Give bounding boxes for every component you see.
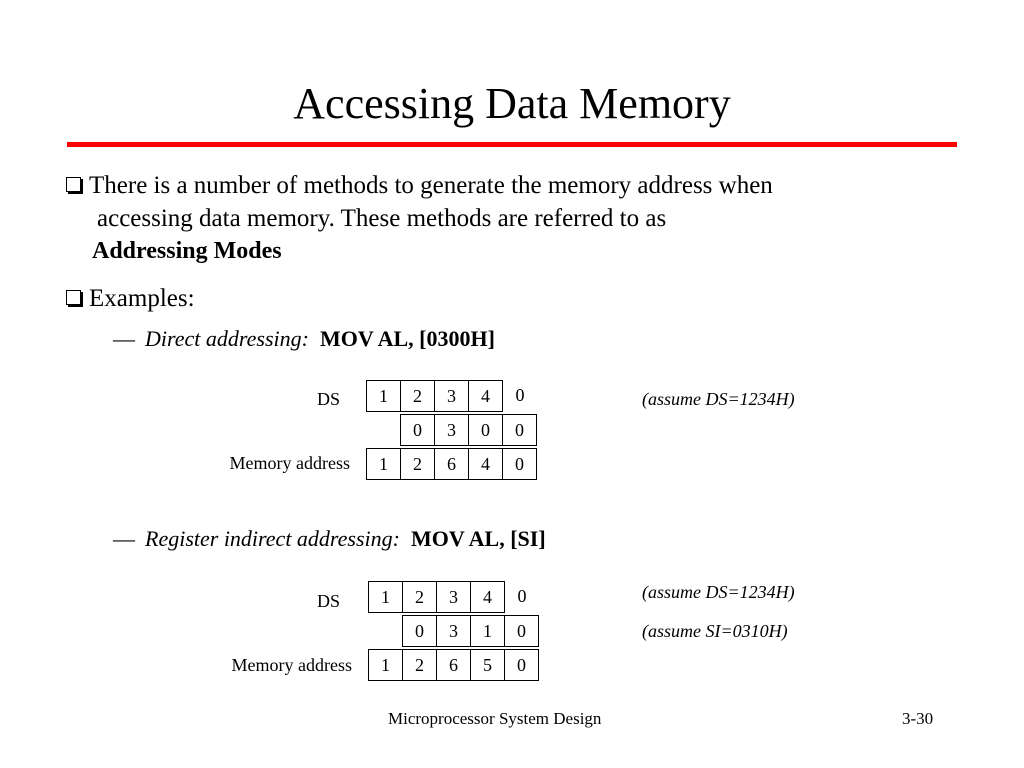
checkbox-bullet-icon <box>66 177 81 192</box>
ds-digit: 2 <box>400 380 435 412</box>
ds-shift-digit: 0 <box>502 380 537 412</box>
mem-digit: 6 <box>434 448 469 480</box>
memory-address-label: Memory address <box>229 453 350 473</box>
footer-course-title: Microprocessor System Design <box>388 709 602 728</box>
offset-digit: 1 <box>470 615 505 647</box>
memory-address-label: Memory address <box>231 655 352 675</box>
bullet-examples: Examples: <box>66 282 195 315</box>
ds-digit: 3 <box>436 581 471 613</box>
mem-digit: 4 <box>468 448 503 480</box>
example-register-indirect-heading: — Register indirect addressing: MOV AL, [… <box>113 524 546 554</box>
title-underline <box>67 142 957 147</box>
footer-page-number: 3-30 <box>902 709 934 728</box>
mem-digit: 5 <box>470 649 505 681</box>
example-code: MOV AL, [0300H] <box>319 326 495 351</box>
example-label: Register indirect addressing: <box>145 526 400 551</box>
checkbox-bullet-icon <box>66 290 81 305</box>
mem-digit: 0 <box>504 649 539 681</box>
ds-digit: 1 <box>366 380 401 412</box>
bullet-line-2: accessing data memory. These methods are… <box>97 205 667 232</box>
mem-digit: 1 <box>366 448 401 480</box>
ds-digit: 4 <box>468 380 503 412</box>
ds-digit: 3 <box>434 380 469 412</box>
mem-digit: 2 <box>402 649 437 681</box>
ds-label: DS <box>316 591 340 611</box>
mem-digit: 0 <box>502 448 537 480</box>
assume-si-note: (assume SI=0310H) <box>642 621 788 641</box>
ds-digit: 1 <box>368 581 403 613</box>
offset-digit: 3 <box>434 414 469 446</box>
example-code: MOV AL, [SI] <box>411 526 546 551</box>
offset-digit: 3 <box>436 615 471 647</box>
mem-digit: 6 <box>436 649 471 681</box>
ds-digit: 4 <box>470 581 505 613</box>
example-label: Direct addressing: <box>145 326 309 351</box>
offset-digit: 0 <box>502 414 537 446</box>
offset-digit: 0 <box>400 414 435 446</box>
slide-title: Accessing Data Memory <box>293 79 731 128</box>
offset-digit: 0 <box>468 414 503 446</box>
assume-ds-note: (assume DS=1234H) <box>642 582 795 602</box>
bullet-addressing-modes: There is a number of methods to generate… <box>66 169 773 268</box>
mem-digit: 2 <box>400 448 435 480</box>
bullet-line-3: Addressing Modes <box>92 238 282 264</box>
ds-label: DS <box>316 389 340 409</box>
offset-digit: 0 <box>402 615 437 647</box>
offset-digit: 0 <box>504 615 539 647</box>
ds-shift-digit: 0 <box>504 581 539 613</box>
ds-digit: 2 <box>402 581 437 613</box>
dash-icon: — <box>113 326 135 351</box>
assume-ds-note: (assume DS=1234H) <box>642 389 795 409</box>
bullet-line-1: There is a number of methods to generate… <box>66 169 773 202</box>
example-direct-heading: — Direct addressing: MOV AL, [0300H] <box>113 324 495 354</box>
dash-icon: — <box>113 526 135 551</box>
mem-digit: 1 <box>368 649 403 681</box>
